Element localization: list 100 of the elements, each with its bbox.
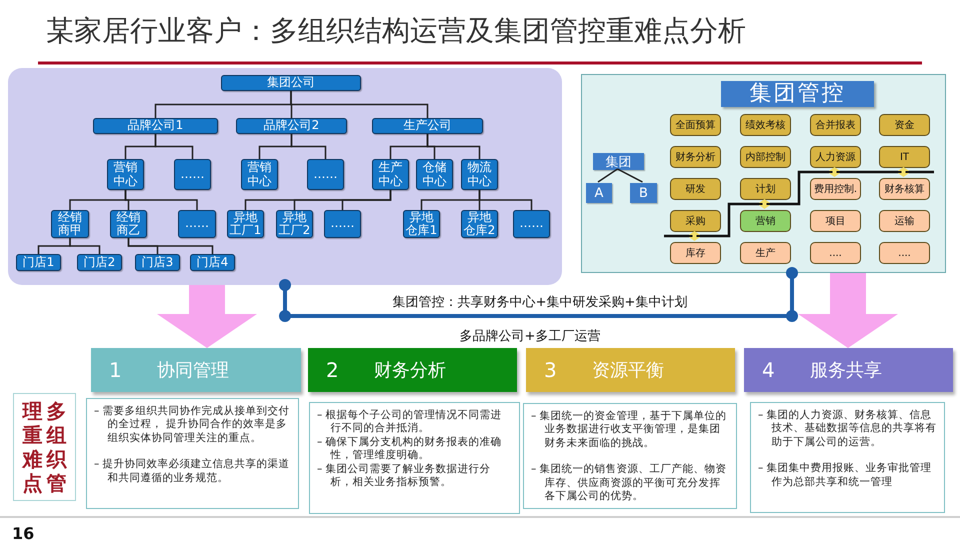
org-box: [107, 159, 144, 190]
function-box: [879, 210, 930, 232]
double-arrow: [688, 231, 700, 241]
connector-line: [426, 134, 480, 159]
org-box: [135, 254, 180, 271]
double-arrow: [758, 199, 770, 209]
org-label: 集团公司: [266, 76, 316, 90]
description-text: – 提升协同效率必须建立信息共享的渠道和共同遵循的业务规范。: [94, 458, 291, 486]
connector-line: [279, 267, 798, 322]
description-text: – 集团的人力资源、财务核算、信息技术、基础数据等信息的共享将有助于下属公司的运营。: [758, 409, 937, 450]
function-box: [740, 114, 791, 136]
section-title: 服务共享: [810, 359, 882, 382]
org-label: ……: [312, 168, 338, 182]
function-label: 库存: [686, 246, 706, 260]
connector-line: [154, 134, 194, 159]
function-box: [740, 242, 791, 264]
function-label: 采购: [686, 214, 706, 228]
org-label: 营销中心: [112, 161, 138, 188]
block-arrow: [157, 285, 257, 348]
connector-line: [290, 91, 428, 118]
mini-org-box: [586, 183, 612, 203]
org-box: [307, 159, 344, 190]
org-label: 异地仓库1: [404, 210, 438, 238]
description-text: – 确保下属分支机构的财务报表的准确性，管理维度明确。: [317, 436, 503, 463]
org-label: 门店2: [82, 256, 116, 270]
section-header: [526, 348, 735, 392]
function-box: [810, 114, 861, 136]
function-box: [670, 242, 721, 264]
description-text: – 集团统一的销售资源、工厂产能、物资库存、供应商资源的平衡可充分发挥各下属公司的优势。: [531, 463, 728, 504]
org-box: [461, 159, 498, 190]
connector-line: [69, 238, 100, 254]
function-box: [740, 210, 791, 232]
org-label: 异地仓库2: [462, 210, 496, 238]
org-box: [221, 75, 361, 91]
block-arrow: [798, 273, 898, 348]
description-text: – 需要多组织共同协作完成从接单到交付的全过程， 提升协同合作的效率是多组织实体协同管理关注的重点。: [94, 405, 291, 446]
function-label: 资金: [894, 119, 914, 132]
function-box: [670, 178, 721, 200]
function-label: IT: [900, 152, 910, 162]
description-text: – 集团公司需要了解业务数据进行分析，相关业务指标预警。: [317, 462, 492, 490]
org-label: 门店1: [22, 256, 56, 270]
section-title: 资源平衡: [592, 359, 664, 382]
org-label: 异地工厂2: [278, 210, 312, 238]
function-label: 营销: [756, 214, 776, 228]
org-box: [372, 159, 409, 190]
org-label: ……: [518, 217, 544, 231]
function-label: 项目: [826, 215, 846, 228]
org-box: [110, 210, 147, 238]
mini-org-label: B: [639, 186, 648, 200]
org-box: [190, 254, 235, 271]
mini-org-label: 集团: [606, 154, 632, 170]
function-label: 生产: [756, 246, 776, 260]
description-text: – 集团统一的资金管理，基于下属单位的业务数据进行收支平衡管理，是集团财务未来面临的挑战。: [531, 410, 728, 450]
function-label: 财务分析: [676, 150, 716, 164]
function-box: [879, 146, 930, 168]
org-box: [178, 210, 216, 238]
org-chart-panel: [8, 68, 562, 285]
org-box: [77, 254, 122, 271]
function-box: [879, 114, 930, 136]
connector-line: [290, 134, 326, 159]
function-label: 研发: [686, 183, 706, 196]
org-label: 品牌公司2: [262, 119, 320, 133]
function-label: 合并报表: [816, 118, 856, 132]
side-label-box: [13, 393, 76, 501]
function-label: 内部控制: [746, 150, 786, 164]
description-text: – 根据每个子公司的管理情况不同需进行不同的合并抵消。: [317, 409, 503, 436]
control-panel: [581, 74, 946, 273]
org-label: 仓储中心: [422, 161, 448, 188]
org-label: 经销商甲: [57, 210, 83, 238]
page-title: 某家居行业客户：多组织结构运营及集团管控重难点分析: [46, 13, 746, 49]
org-box: [16, 254, 61, 271]
org-label: 门店3: [140, 256, 174, 270]
function-label: 绩效考核: [746, 118, 786, 132]
function-box: [879, 178, 930, 200]
function-label: ....: [898, 248, 911, 258]
section-number: 4: [762, 358, 776, 382]
function-label: 计划: [756, 182, 776, 196]
function-label: 财务核算: [884, 182, 924, 196]
function-label: 人力资源: [816, 150, 856, 164]
double-arrow: [828, 167, 840, 177]
org-label: 门店4: [196, 256, 230, 270]
description-box: [750, 402, 945, 513]
section-header: [91, 348, 301, 392]
page-number: 16: [12, 524, 34, 540]
org-box: [241, 159, 278, 190]
panel-title-box: [721, 81, 874, 107]
org-box: [416, 159, 453, 190]
org-box: [324, 210, 361, 238]
section-number: 2: [326, 358, 340, 382]
description-box: [86, 398, 299, 509]
org-label: 物流中心: [466, 161, 492, 188]
section-title: 财务分析: [374, 359, 446, 382]
double-arrow: [898, 167, 910, 177]
org-label: ……: [180, 168, 206, 182]
org-box: [174, 159, 211, 190]
function-box: [670, 146, 721, 168]
connector-line: [342, 190, 392, 210]
mini-org-label: A: [594, 186, 604, 200]
description-text: – 集团集中费用报账、业务审批管理作为总部共享和统一管理: [758, 462, 933, 490]
function-label: 全面预算: [676, 119, 716, 132]
